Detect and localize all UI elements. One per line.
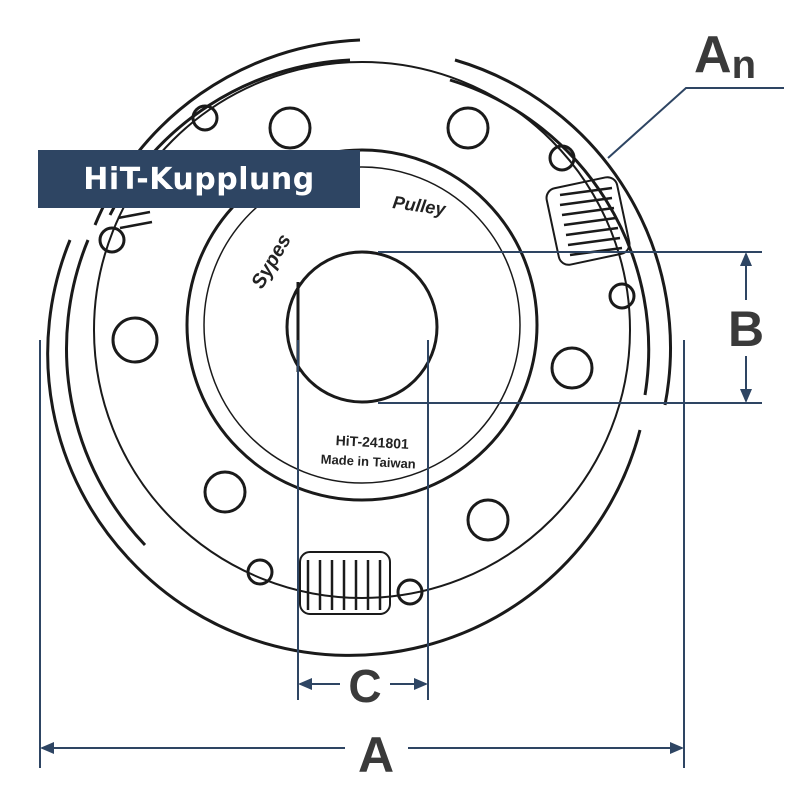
dim-c-label: C (348, 660, 381, 712)
bolt-hole (446, 106, 490, 150)
dim-b-label: B (728, 301, 764, 357)
clutch-drawing (46, 38, 672, 657)
center-drum-inner (203, 166, 521, 484)
dim-b-arrow-bottom (740, 389, 752, 403)
dim-an-label-main: A (694, 26, 732, 84)
dim-an-label-sub: n (732, 43, 756, 87)
product-banner: HiT-Kupplung (38, 150, 360, 208)
dim-c-arrow-left (298, 678, 312, 690)
dimension-lines (39, 87, 784, 768)
center-drum (185, 148, 539, 502)
pivot-pin (98, 226, 126, 254)
center-bore (285, 250, 439, 404)
pivot-pin (608, 282, 636, 310)
brand-text: Pulley (391, 192, 447, 219)
dim-b-arrow-top (740, 252, 752, 266)
pivot-pin (246, 558, 274, 586)
dim-a-arrow-right (670, 742, 684, 754)
logo-text: Sypes (247, 230, 296, 292)
part-origin: Made in Taiwan (320, 452, 416, 472)
pivot-pin (396, 578, 424, 606)
pivot-pin (548, 144, 576, 172)
dim-c-arrow-right (414, 678, 428, 690)
spring-right (545, 176, 631, 266)
spring-bottom (299, 551, 391, 615)
bolt-hole (268, 106, 312, 150)
dim-a-arrow-left (40, 742, 54, 754)
part-model: HiT-241801 (335, 432, 409, 452)
banner-text: HiT-Kupplung (83, 161, 315, 197)
dim-a-label: A (358, 727, 394, 783)
spring-left (117, 210, 153, 230)
bolt-hole (111, 316, 159, 364)
clutch-shoe-left-inner (65, 239, 147, 547)
dim-an-leader (607, 87, 784, 159)
pivot-pin (191, 104, 219, 132)
clutch-shoe-right (454, 58, 672, 406)
dim-an-label: An (694, 26, 756, 87)
clutch-shoe-left (46, 239, 132, 562)
bolt-hole (466, 498, 510, 542)
bolt-hole (203, 470, 247, 514)
clutch-shoe-bottom (128, 429, 642, 657)
bolt-hole (550, 346, 594, 390)
back-plate (93, 61, 631, 599)
